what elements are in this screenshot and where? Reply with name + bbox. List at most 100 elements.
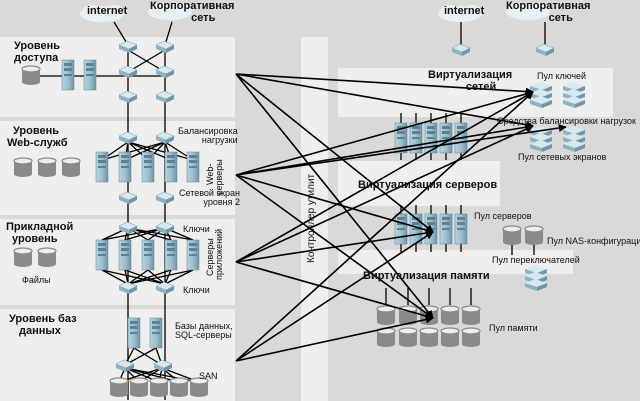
key-pool-icon: [530, 82, 552, 108]
db-server-icon: [149, 317, 163, 349]
app-servers-label: Серверы приложений: [205, 229, 225, 280]
connection-line: [101, 269, 166, 285]
app-server-icon: [141, 239, 155, 271]
pool-server-icon: [394, 213, 408, 245]
san-label: SAN: [199, 371, 218, 381]
allocation-arrow: [235, 125, 534, 263]
storage-pool-disk-icon: [440, 327, 460, 348]
firewall-pool-label: Пул сетевых экранов: [518, 152, 607, 162]
switch-icon: [451, 43, 471, 57]
app-server-icon: [186, 239, 200, 271]
keys-bottom-label: Ключи: [183, 285, 210, 295]
keys-top-label: Ключи: [183, 224, 210, 234]
connection-line: [124, 269, 129, 285]
nas-pool-label: Пул NAS-конфигураций: [547, 236, 640, 246]
load-balancer-icon: [118, 131, 138, 145]
web-tier-line1: Уровень: [13, 125, 60, 137]
storage-disk-icon: [13, 157, 33, 178]
firewall-l2-line2: уровня 2: [203, 197, 240, 208]
san-disk-icon: [169, 377, 189, 398]
allocation-arrow: [235, 315, 434, 362]
web-server-icon: [141, 151, 155, 183]
right-corporate-label: Корпоративная сеть: [506, 0, 591, 24]
file-storage-icon: [13, 247, 33, 268]
storage-pool-disk-icon: [440, 305, 460, 326]
connection-line: [127, 269, 194, 285]
connection-line: [164, 21, 173, 46]
firewall-icon: [155, 191, 175, 205]
left-corporate-label: Корпоративная сеть: [150, 0, 234, 24]
allocation-arrow: [235, 229, 434, 263]
nas-disk-icon: [502, 225, 522, 246]
access-tier-line2: доступа: [14, 51, 59, 64]
storage-pool-disk-icon: [376, 305, 396, 326]
connection-line: [127, 141, 172, 161]
connection-line: [127, 269, 172, 285]
storage-disk-icon: [37, 157, 57, 178]
connection-line: [124, 141, 166, 161]
connection-line: [127, 269, 149, 285]
connection-line: [101, 141, 166, 161]
right-corporate-line1: Корпоративная: [506, 0, 591, 12]
pool-server-icon: [454, 213, 468, 245]
web-server-icon: [118, 151, 132, 183]
pool-server-icon: [424, 213, 438, 245]
switch-icon: [118, 90, 138, 104]
connection-line: [124, 269, 166, 285]
app-tier-title: Прикладной уровень: [6, 221, 74, 245]
web-tier-line2: Web-служб: [7, 136, 68, 149]
files-label: Файлы: [22, 275, 51, 285]
load-balancer-icon: [155, 131, 175, 145]
allocation-arrow: [235, 73, 534, 129]
firewall-l2-line1: Сетевой экран: [179, 188, 240, 198]
web-server-icon: [186, 151, 200, 183]
san-disk-icon: [149, 377, 169, 398]
db-server-icon: [127, 317, 141, 349]
allocation-arrow: [235, 73, 534, 96]
allocation-arrow: [235, 73, 434, 319]
app-tier-line2: уровень: [12, 232, 58, 245]
app-tier-line1: Прикладной: [6, 221, 74, 233]
san-disk-icon: [109, 377, 129, 398]
load-balancing-line2: нагрузки: [201, 135, 238, 146]
server-icon: [83, 59, 97, 91]
network-virtualization-line2: сетей: [465, 80, 497, 93]
db-servers-line1: Базы данных,: [175, 321, 233, 331]
switch-pool-icon: [525, 265, 547, 291]
storage-virtualization-title: Виртуализация памяти: [363, 270, 490, 282]
connection-line: [164, 269, 172, 285]
storage-pool-disk-icon: [461, 327, 481, 348]
server-pool-label: Пул серверов: [474, 211, 532, 221]
nas-disk-icon: [524, 225, 544, 246]
utility-controller-label: Контроллер утилит: [306, 173, 317, 263]
network-virtualization-title: Виртуализация сетей: [428, 69, 512, 93]
switch-icon: [118, 40, 138, 54]
db-tier-line2: данных: [19, 324, 61, 337]
connection-line: [147, 269, 166, 285]
left-corporate-line2: сеть: [191, 11, 216, 24]
firewall-pool-icon: [563, 126, 585, 152]
storage-pool-disk-icon: [461, 305, 481, 326]
pool-server-icon: [439, 213, 453, 245]
connection-line: [127, 49, 166, 73]
allocation-arrow: [235, 174, 434, 234]
app-server-icon: [164, 239, 178, 271]
switch-pool-label: Пул переключателей: [492, 255, 580, 265]
access-tier-title: Уровень доступа: [14, 40, 60, 64]
storage-pool-label: Пул памяти: [489, 323, 538, 333]
allocation-arrow: [235, 123, 534, 176]
switch-icon: [155, 40, 175, 54]
storage-disk-icon: [61, 157, 81, 178]
file-storage-icon: [37, 247, 57, 268]
web-server-icon: [164, 151, 178, 183]
web-tier-title: Уровень Web-служб: [7, 125, 68, 149]
key-pool-label: Пул ключей: [537, 71, 587, 81]
allocation-arrow: [235, 90, 534, 176]
load-balancing-line1: Балансировка: [178, 126, 238, 136]
allocation-arrow: [235, 124, 567, 176]
virtual-server-icon: [439, 122, 453, 154]
storage-pool-disk-icon: [419, 327, 439, 348]
allocation-arrow: [235, 91, 534, 362]
